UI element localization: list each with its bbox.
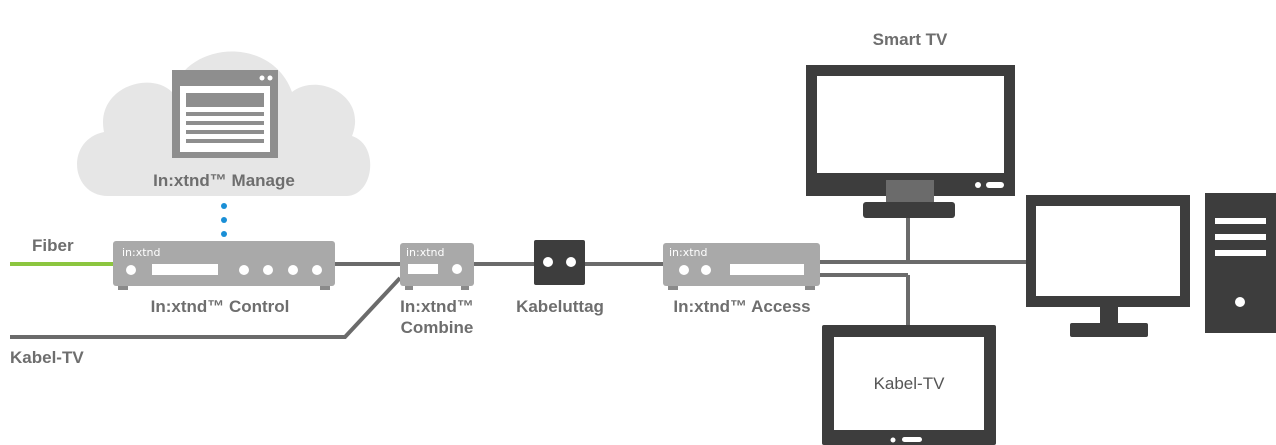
wall-outlet-icon	[534, 240, 585, 285]
access-device: in:xtnd	[663, 243, 820, 290]
combine-device: in:xtnd	[400, 243, 474, 290]
cloud-label: In:xtnd™ Manage	[153, 171, 295, 190]
combine-label-line1: In:xtnd™	[400, 297, 474, 316]
control-device: in:xtnd	[113, 241, 335, 290]
smart-tv-icon	[806, 65, 1015, 218]
desktop-monitor-icon	[1026, 195, 1190, 337]
management-link-dots	[221, 203, 227, 237]
control-brand: in:xtnd	[122, 246, 161, 259]
combine-brand: in:xtnd	[406, 246, 445, 259]
pc-tower-icon	[1205, 193, 1276, 333]
kabel-tv-input-label: Kabel-TV	[10, 348, 84, 367]
combine-label-line2: Combine	[401, 318, 474, 337]
fiber-label: Fiber	[32, 236, 74, 255]
connection-lines	[10, 216, 1030, 339]
access-label: In:xtnd™ Access	[673, 297, 810, 316]
browser-window-icon	[172, 70, 278, 158]
tablet-icon	[822, 325, 996, 445]
smart-tv-label: Smart TV	[873, 30, 948, 49]
access-brand: in:xtnd	[669, 246, 708, 259]
control-label: In:xtnd™ Control	[151, 297, 290, 316]
tablet-screen-label: Kabel-TV	[874, 374, 946, 393]
outlet-label: Kabeluttag	[516, 297, 604, 316]
